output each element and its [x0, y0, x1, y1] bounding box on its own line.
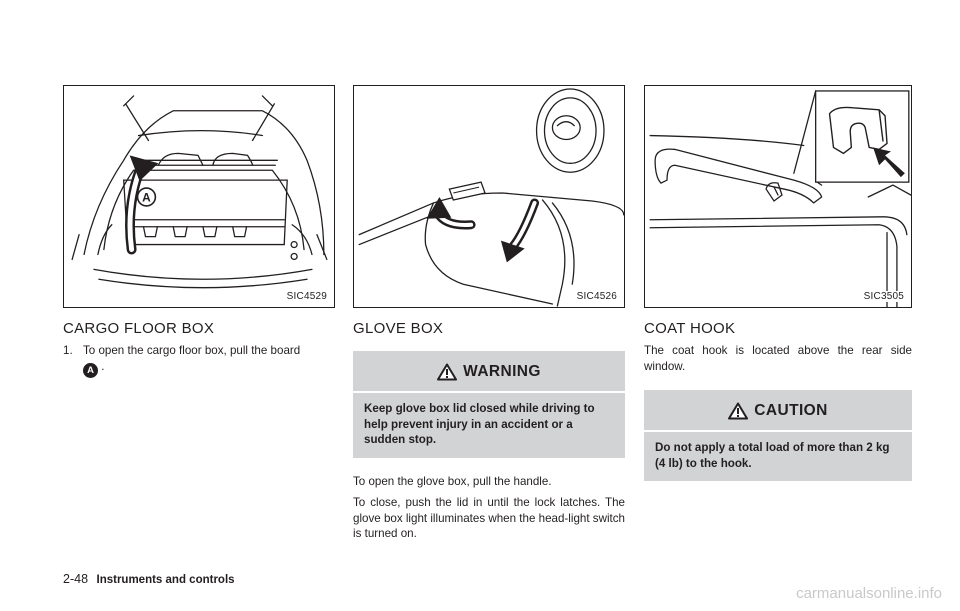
figure-coat-hook: SIC3505: [644, 85, 912, 308]
box-divider: [353, 391, 625, 393]
section-heading-cargo-floor-box: CARGO FLOOR BOX: [63, 320, 215, 337]
caution-title-row: CAUTION: [655, 398, 901, 430]
coat-hook-paragraph-1: The coat hook is located above the rear …: [644, 344, 912, 373]
step-end: .: [101, 359, 105, 373]
figure-code: SIC4526: [575, 291, 618, 302]
glove-box-paragraph-1: To open the glove box, pull the handle.: [353, 474, 552, 488]
page-footer: 2-48 Instruments and controls: [63, 572, 235, 586]
box-divider: [644, 430, 912, 432]
section-heading-glove-box: GLOVE BOX: [353, 320, 444, 337]
glove-box-illustration: [358, 88, 624, 307]
warning-triangle-icon: [437, 363, 458, 381]
watermark: carmanualsonline.info: [796, 585, 942, 602]
figure-cargo-floor-box: A SIC4529: [63, 85, 335, 308]
cargo-area-illustration: A: [71, 95, 328, 289]
column-coat-hook: SIC3505 COAT HOOK The coat hook is locat…: [644, 85, 912, 481]
column-cargo-floor-box: A SIC4529 CARGO FLOOR BOX 1. To open the…: [63, 85, 335, 378]
callout-a-badge: A: [83, 362, 98, 378]
footer-section-title: Instruments and controls: [96, 574, 235, 586]
caution-triangle-icon: [728, 402, 749, 420]
figure-code: SIC3505: [862, 291, 905, 302]
step-text: To open the cargo floor box, pull the bo…: [83, 344, 301, 357]
section-heading-coat-hook: COAT HOOK: [644, 320, 736, 337]
glove-box-paragraph-2: To close, push the lid in until the lock…: [353, 496, 625, 540]
caution-title: CAUTION: [754, 402, 828, 419]
instruction-step-1: 1. To open the cargo floor box, pull the…: [63, 343, 335, 378]
caution-text: Do not apply a total load of more than 2…: [655, 441, 890, 470]
page-number: 2-48: [63, 572, 89, 586]
caution-box: CAUTION Do not apply a total load of mor…: [644, 390, 912, 481]
figure-glove-box: SIC4526: [353, 85, 625, 308]
figure-code: SIC4529: [285, 291, 328, 302]
column-glove-box: SIC4526 GLOVE BOX WARNING Keep glove box…: [353, 85, 625, 542]
figure-callout-a: A: [142, 190, 151, 204]
warning-title-row: WARNING: [364, 359, 614, 391]
coat-hook-illustration: [649, 90, 911, 307]
warning-title: WARNING: [463, 363, 541, 380]
warning-box: WARNING Keep glove box lid closed while …: [353, 351, 625, 458]
step-number: 1.: [63, 344, 73, 357]
warning-text: Keep glove box lid closed while driving …: [364, 402, 595, 446]
